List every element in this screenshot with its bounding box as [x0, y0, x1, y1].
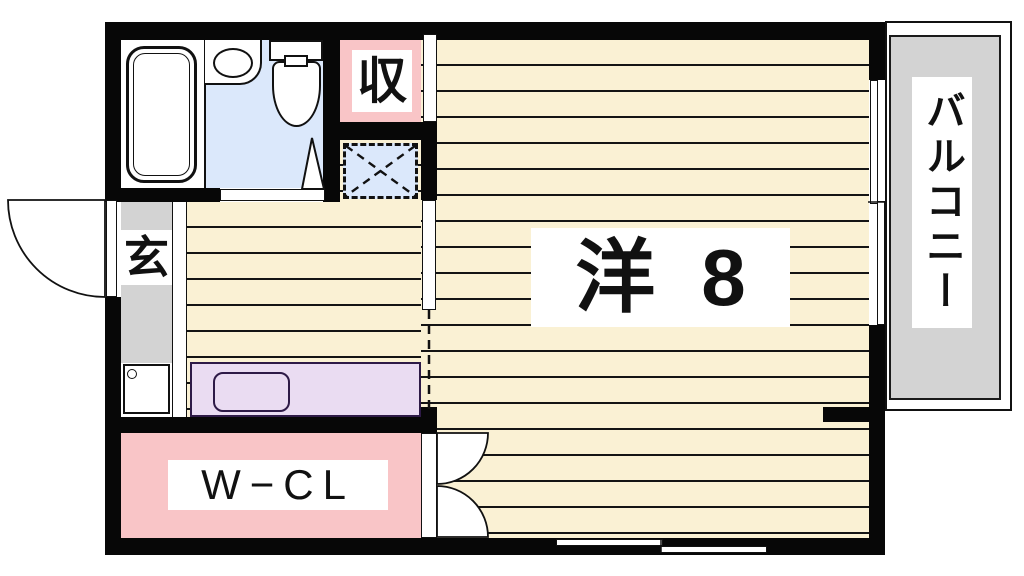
appliance-cross-line-2	[345, 145, 416, 197]
storage-closet-door	[423, 34, 437, 122]
bathtub-inner	[133, 53, 190, 176]
toilet-flush-box	[284, 55, 308, 67]
wall-partition-upper	[421, 122, 437, 200]
main-room-label-box: 洋 8	[531, 228, 790, 327]
wall-bathroom-bottom	[105, 188, 220, 202]
wall-bathroom-right	[323, 22, 340, 202]
washroom-sliding-door	[220, 189, 325, 201]
entrance-label: 玄	[123, 232, 169, 283]
kitchen-sink	[213, 372, 290, 412]
wall-left-upper	[105, 22, 121, 202]
storage-label: 収	[357, 53, 407, 109]
wcl-door-swing-top	[436, 432, 489, 485]
entrance-door-panel	[106, 200, 117, 297]
washer-pan	[123, 364, 170, 414]
wcl-label-box: W−CL	[168, 460, 388, 510]
main-room-name: 洋	[575, 232, 656, 322]
wall-kitchen-bottom	[105, 417, 437, 433]
storage-label-box: 収	[352, 50, 412, 112]
balcony-label-strip: バルコニー	[912, 77, 972, 328]
bottom-window-pane-left	[556, 539, 663, 546]
entrance-label-box: 玄	[121, 230, 172, 285]
main-room-size: 8	[701, 232, 746, 322]
wall-under-storage	[323, 122, 437, 140]
wash-basin	[213, 48, 253, 78]
wall-right-upper	[869, 22, 885, 80]
entrance-step-strip	[172, 202, 187, 417]
bathtub	[126, 46, 197, 183]
balcony-label: バルコニー	[920, 90, 964, 315]
bathroom-divider-line	[204, 40, 206, 188]
washer-drain-circle	[127, 369, 137, 379]
wcl-label: W−CL	[201, 461, 355, 508]
balcony-window-pane-top	[870, 80, 878, 204]
wcl-door-swing-bottom	[436, 485, 489, 538]
washroom-door-triangle	[300, 137, 326, 190]
entrance-door-swing	[7, 199, 106, 298]
wall-right-lower	[869, 325, 885, 555]
wall-stub-right	[823, 407, 869, 422]
wall-top	[105, 22, 885, 40]
kitchen-sliding-door	[422, 200, 436, 310]
